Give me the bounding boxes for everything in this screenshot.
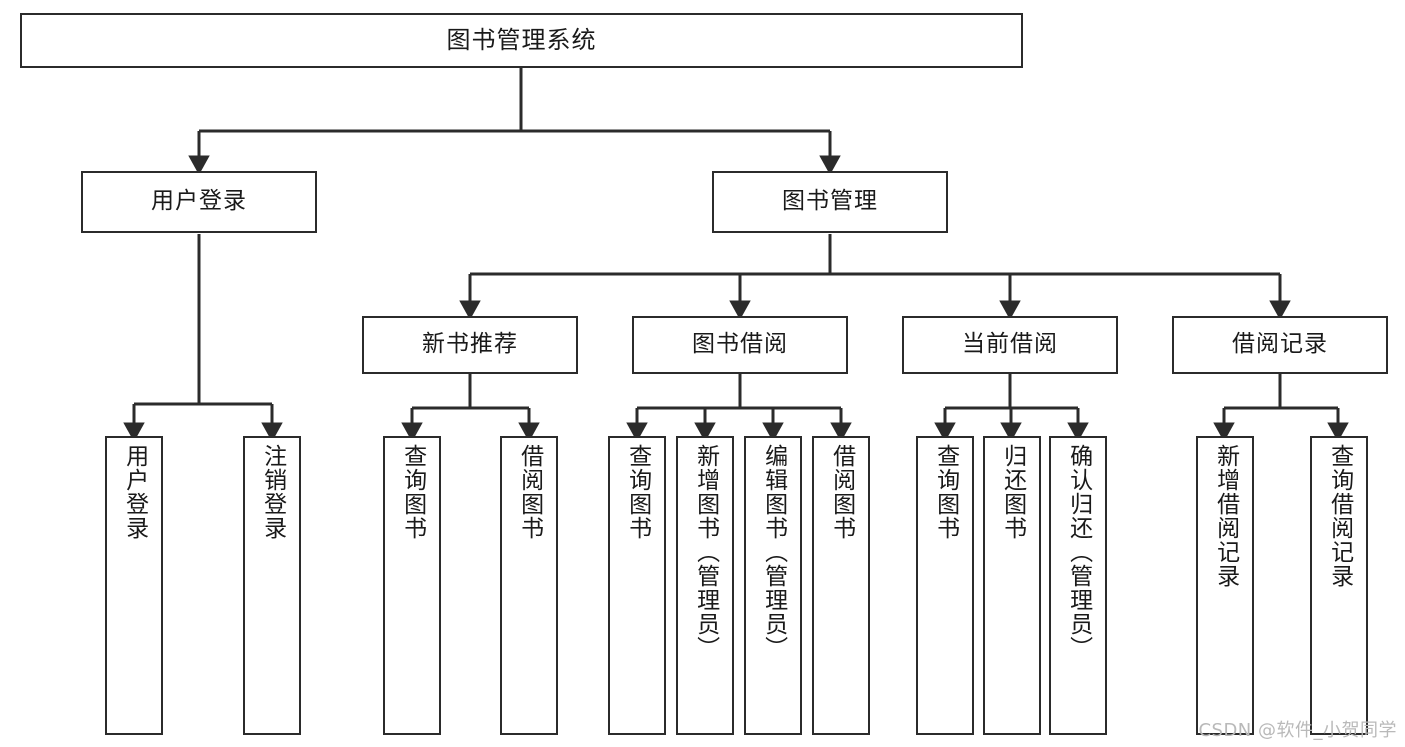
node-label: 编辑图书（管理员） xyxy=(760,444,787,660)
node-label: 图书管理系统 xyxy=(446,26,597,55)
node-label: 借阅记录 xyxy=(1232,331,1328,358)
node-label: 当前借阅 xyxy=(962,331,1058,358)
node-label: 新增图书（管理员） xyxy=(692,444,719,660)
leaf-user-login-logout[interactable]: 注销登录 xyxy=(243,436,301,735)
leaf-book-borrow-query-book[interactable]: 查询图书 xyxy=(608,436,666,735)
node-label: 新书推荐 xyxy=(422,331,518,358)
node-borrow-record[interactable]: 借阅记录 xyxy=(1172,316,1388,374)
leaf-book-borrow-edit-book-admin[interactable]: 编辑图书（管理员） xyxy=(744,436,802,735)
leaf-book-borrow-borrow-book[interactable]: 借阅图书 xyxy=(812,436,870,735)
node-label: 新增借阅记录 xyxy=(1212,444,1239,588)
leaf-borrow-record-add-record[interactable]: 新增借阅记录 xyxy=(1196,436,1254,735)
node-label: 查询图书 xyxy=(399,444,426,540)
node-new-book-recommend[interactable]: 新书推荐 xyxy=(362,316,578,374)
node-label: 查询借阅记录 xyxy=(1326,444,1353,588)
node-label: 归还图书 xyxy=(999,444,1026,540)
node-label: 借阅图书 xyxy=(516,444,543,540)
node-label: 图书管理 xyxy=(782,188,878,215)
leaf-current-borrow-return-book[interactable]: 归还图书 xyxy=(983,436,1041,735)
leaf-user-login-login[interactable]: 用户登录 xyxy=(105,436,163,735)
node-book-borrow[interactable]: 图书借阅 xyxy=(632,316,848,374)
node-user-login[interactable]: 用户登录 xyxy=(81,171,317,233)
watermark-text: CSDN @软件_小贺同学 xyxy=(1198,720,1397,741)
node-label: 确认归还（管理员） xyxy=(1065,444,1092,660)
node-label: 查询图书 xyxy=(932,444,959,540)
node-label: 借阅图书 xyxy=(828,444,855,540)
node-label: 图书借阅 xyxy=(692,331,788,358)
leaf-current-borrow-confirm-return-admin[interactable]: 确认归还（管理员） xyxy=(1049,436,1107,735)
leaf-current-borrow-query-book[interactable]: 查询图书 xyxy=(916,436,974,735)
leaf-borrow-record-query-record[interactable]: 查询借阅记录 xyxy=(1310,436,1368,735)
leaf-new-book-borrow-book[interactable]: 借阅图书 xyxy=(500,436,558,735)
node-book-management[interactable]: 图书管理 xyxy=(712,171,948,233)
node-label: 用户登录 xyxy=(121,444,148,540)
node-label: 查询图书 xyxy=(624,444,651,540)
node-label: 注销登录 xyxy=(259,444,286,540)
leaf-new-book-query-book[interactable]: 查询图书 xyxy=(383,436,441,735)
node-label: 用户登录 xyxy=(151,188,247,215)
node-current-borrow[interactable]: 当前借阅 xyxy=(902,316,1118,374)
leaf-book-borrow-add-book-admin[interactable]: 新增图书（管理员） xyxy=(676,436,734,735)
node-root-system[interactable]: 图书管理系统 xyxy=(20,13,1023,68)
